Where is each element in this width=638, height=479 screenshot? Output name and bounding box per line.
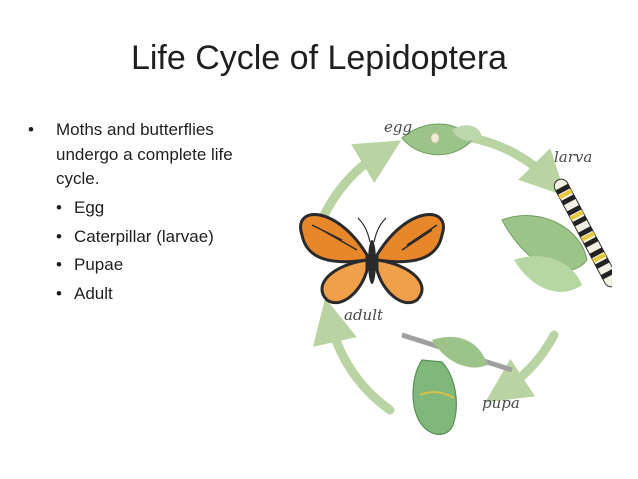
label-larva: larva	[554, 148, 592, 166]
label-pupa: pupa	[482, 394, 520, 412]
sub-bullet-list: • Egg • Caterpillar (larvae) • Pupae • A…	[28, 196, 268, 307]
pupa-illustration	[401, 332, 513, 435]
egg-illustration	[401, 123, 482, 156]
arrow-egg-to-larva	[467, 133, 566, 197]
bullet-dot: •	[56, 226, 62, 246]
sub-bullet-text: Caterpillar (larvae)	[74, 226, 214, 246]
slide-title: Life Cycle of Lepidoptera	[130, 39, 508, 77]
arrow-pupa-to-adult	[312, 298, 395, 415]
bullet-dot: •	[56, 283, 62, 303]
sub-bullet-text: Egg	[74, 197, 105, 217]
bullet-main: • Moths and butterflies undergo a comple…	[28, 118, 268, 192]
bullet-dot: •	[28, 120, 34, 139]
label-egg: egg	[384, 118, 412, 136]
bullet-main-text: Moths and butterflies undergo a complete…	[56, 120, 233, 189]
bullet-list: • Moths and butterflies undergo a comple…	[28, 118, 268, 310]
arrow-adult-to-egg	[317, 140, 402, 225]
sub-bullet-text: Adult	[74, 283, 113, 303]
label-adult: adult	[344, 306, 384, 324]
sub-bullet-pupae: • Pupae	[56, 253, 268, 278]
cycle-arrows	[312, 133, 566, 415]
sub-bullet-adult: • Adult	[56, 282, 268, 307]
life-cycle-diagram: egg larva pupa adult	[299, 118, 612, 435]
arrow-larva-to-pupa	[485, 330, 559, 403]
bullet-dot: •	[56, 255, 62, 275]
adult-butterfly-illustration	[299, 213, 445, 305]
sub-bullet-caterpillar: • Caterpillar (larvae)	[56, 225, 268, 250]
bullet-dot: •	[56, 197, 62, 217]
sub-bullet-text: Pupae	[74, 255, 124, 275]
sub-bullet-egg: • Egg	[56, 196, 268, 221]
larva-illustration	[501, 178, 612, 292]
